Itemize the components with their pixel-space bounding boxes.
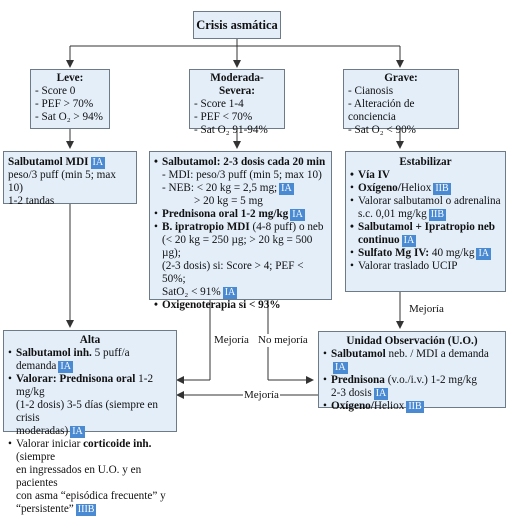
alta-cort-line4: con asma “episódica frecuente” y	[16, 490, 166, 502]
mod-neb2: > 20 kg = 5 mg	[194, 195, 263, 207]
mod-ipratropio-normal: (4-8 puff) o neb	[252, 221, 324, 233]
evidence-badge: IIIB	[75, 504, 97, 516]
leve-header: Leve:	[56, 72, 84, 84]
est-oxigeno: Oxígeno/	[358, 182, 401, 194]
uo-prednisona-dose: (v.o./i.v.) 1-2 mg/kg	[384, 374, 477, 386]
grave-cianosis: - Cianosis	[348, 85, 394, 97]
leve-pef: - PEF > 70%	[35, 98, 94, 110]
moderada-pef: - PEF < 70%	[194, 111, 253, 123]
est-valorar1: Valorar salbutamol o adrenalina	[350, 195, 501, 208]
uo-salbutamol: Salbutamol	[331, 348, 386, 360]
mod-neb1: - NEB: < 20 kg = 2,5 mg;	[162, 182, 278, 194]
salbutamol-leve-dose: peso/3 puff (min 5; max 10)	[8, 169, 116, 194]
leve-sat: - Sat O₂ > 94%	[35, 111, 104, 123]
moderada-treatment-box: Salbutamol: 2-3 dosis cada 20 min - MDI:…	[149, 151, 332, 312]
salbutamol-leve-title: Salbutamol MDI	[8, 156, 89, 168]
evidence-badge: IA	[476, 248, 492, 260]
alta-cort-suffix: (siempre	[16, 451, 56, 463]
alta-cort-line3: en ingressados en U.O. y en pacientes	[16, 464, 142, 489]
est-sulfato: Sulfato Mg IV:	[358, 247, 430, 259]
estabilizar-title: Estabilizar	[399, 156, 452, 168]
alta-cort-prefix: Valorar iniciar	[16, 438, 84, 450]
alta-cort-line5: “persistente”	[16, 503, 74, 515]
evidence-badge: IA	[401, 235, 417, 247]
label-no-mejoria: No mejoría	[257, 334, 309, 347]
mod-prednisona: Prednisona oral 1-2 mg/kg	[162, 208, 289, 220]
moderada-sat: - Sat O₂ 91-94%	[194, 124, 268, 136]
evidence-badge: IIB	[433, 183, 451, 195]
uo-salbutamol-dose: neb. / MDI a demanda	[385, 348, 489, 360]
alta-salbutamol: Salbutamol inh.	[16, 347, 92, 359]
evidence-badge: IA	[222, 287, 238, 299]
alta-valorar-moderadas: moderadas)	[16, 425, 69, 437]
label-mejoria-moderada: Mejoría	[213, 334, 250, 347]
est-ipratropio1: Salbutamol + Ipratropio neb	[350, 221, 501, 234]
leve-box: Leve: - Score 0 - PEF > 70% - Sat O₂ > 9…	[30, 69, 110, 129]
grave-conciencia: - Alteración de conciencia	[348, 98, 415, 123]
evidence-badge: IIB	[428, 209, 447, 221]
flow-connectors	[66, 39, 404, 399]
evidence-badge: IA	[58, 361, 73, 373]
alta-box: Alta Salbutamol inh. 5 puff/a demandaIA …	[3, 330, 177, 516]
label-mejoria-grave: Mejoría	[408, 303, 445, 316]
alta-valorar-dose: 1-2 mg/kg	[16, 373, 154, 398]
mod-salbutamol: Salbutamol: 2-3 dosis cada 20 min	[154, 156, 327, 169]
uo-box: Unidad Observación (U.O.) Salbutamol neb…	[318, 331, 506, 413]
moderada-header: Moderada-Severa:	[210, 72, 264, 97]
alta-valorar: Valorar: Prednisona oral	[16, 373, 136, 385]
alta-valorar-dias: (1-2 dosis) 3-5 días (siempre en crisis	[16, 399, 158, 424]
alta-title: Alta	[79, 334, 101, 346]
title-box: Crisis asmática	[193, 11, 281, 39]
moderada-box: Moderada-Severa: - Score 1-4 - PEF < 70%…	[189, 69, 285, 136]
est-traslado: Valorar traslado UCIP	[350, 260, 501, 273]
uo-oxigeno: Oxígeno/	[331, 400, 374, 412]
evidence-badge: IA	[70, 426, 85, 438]
salbutamol-leve-tandas: 1-2 tandas	[8, 195, 55, 207]
mod-oxigenoterapia: Oxigenoterapia si < 93%	[154, 299, 327, 312]
alta-salbutamol-dose: 5 puff/a demanda	[16, 347, 130, 372]
est-sulfato-dose: 40 mg/kg	[429, 247, 475, 259]
label-mejoria-uo: Mejoría	[243, 389, 280, 402]
grave-header: Grave:	[384, 72, 418, 84]
mod-ipratropio-bold: B. ipratropio MDI	[162, 221, 250, 233]
est-ipratropio2: continuo	[358, 234, 400, 246]
evidence-badge: IIB	[406, 401, 424, 413]
est-heliox: Heliox	[400, 182, 432, 194]
moderada-score: - Score 1-4	[194, 98, 244, 110]
mod-ipratropio-sat: SatO₂ < 91%	[162, 286, 221, 298]
mod-ipratropio-cond: (2-3 dosis) si: Score > 4; PEF < 50%;	[162, 260, 304, 285]
evidence-badge: IA	[333, 362, 348, 374]
evidence-badge: IA	[373, 388, 389, 400]
alta-cort-bold: corticoide inh.	[83, 438, 152, 450]
mod-mdi: - MDI: peso/3 puff (min 5; max 10)	[162, 169, 322, 181]
mod-ipratropio-dose: (< 20 kg = 250 µg; > 20 kg = 500 µg);	[162, 234, 313, 259]
est-valorar2: s.c. 0,01 mg/kg	[358, 208, 427, 220]
evidence-badge: IA	[90, 157, 106, 169]
leve-score: - Score 0	[35, 85, 76, 97]
uo-prednisona: Prednisona	[331, 374, 385, 386]
grave-sat: - Sat O₂ < 90%	[348, 124, 417, 136]
uo-prednisona-dosis: 2-3 dosis	[331, 387, 372, 399]
evidence-badge: IA	[290, 209, 305, 221]
est-via: Vía IV	[350, 169, 501, 182]
uo-title: Unidad Observación (U.O.)	[346, 335, 478, 347]
evidence-badge: IA	[279, 183, 294, 195]
uo-heliox: Heliox	[373, 400, 405, 412]
grave-box: Grave: - Cianosis - Alteración de concie…	[343, 69, 459, 136]
